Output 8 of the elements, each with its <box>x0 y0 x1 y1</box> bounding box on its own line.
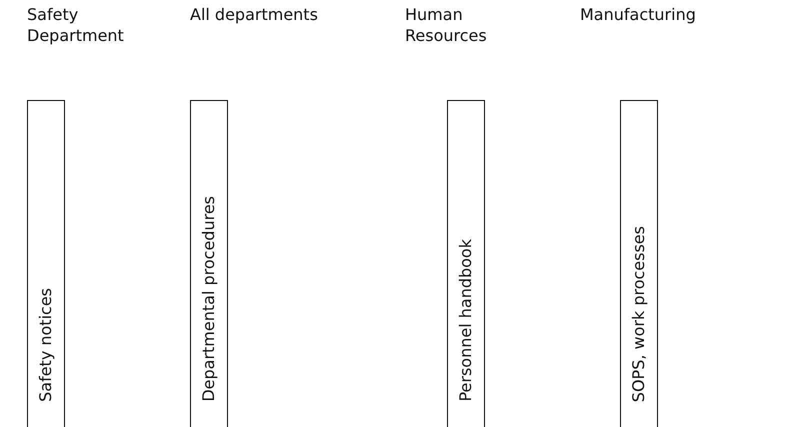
bar-label: Departmental procedures <box>199 196 219 402</box>
bar-label: Personnel handbook <box>456 239 476 402</box>
bar-label: SOPS, work processes <box>629 226 649 402</box>
column-heading: Human Resources <box>405 4 488 46</box>
column-heading: All departments <box>190 4 318 25</box>
column-heading: Safety Department <box>27 4 125 46</box>
bar-label: Safety notices <box>36 288 56 402</box>
column-heading: Manufacturing <box>580 4 696 25</box>
